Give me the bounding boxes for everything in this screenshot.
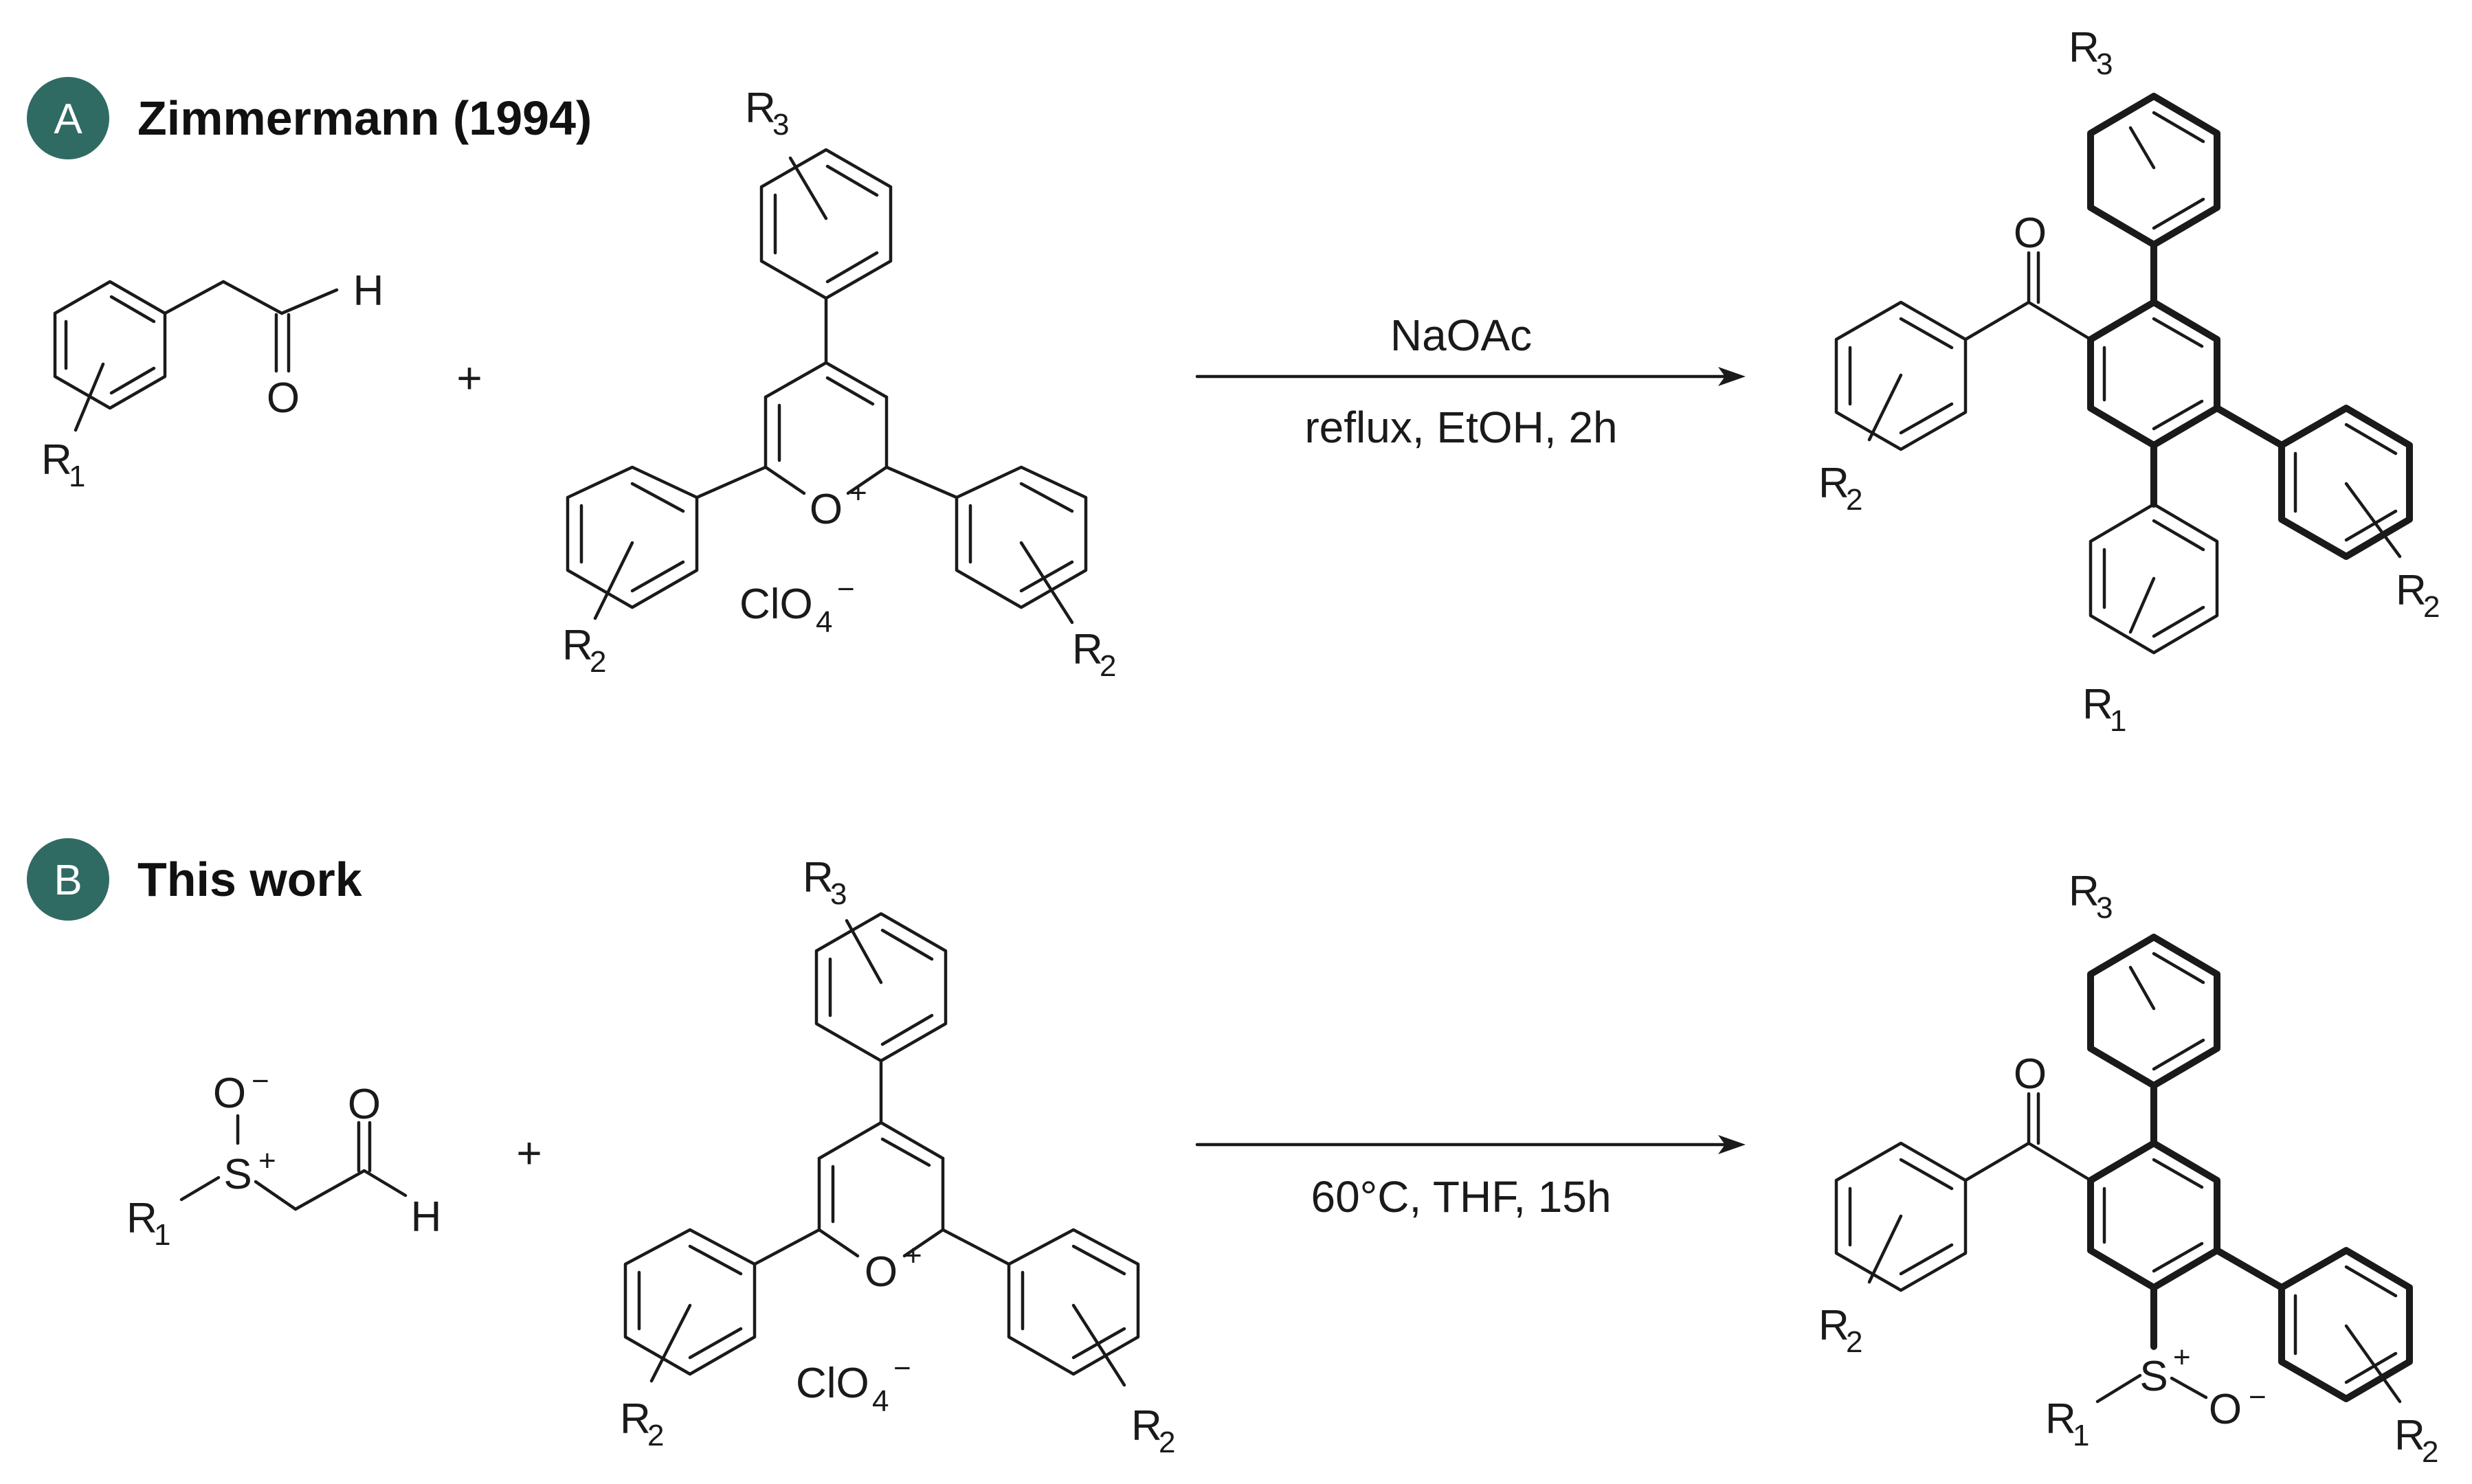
sulfur-charge-b: + <box>258 1144 276 1178</box>
product-a: O R 3 R 2 R 2 R 1 <box>1818 24 2440 738</box>
prod-r1-sub-a: 1 <box>2110 704 2126 738</box>
prod-r3-sub-a: 3 <box>2096 47 2113 81</box>
aldehyde-H-b: H <box>411 1193 442 1241</box>
r2-right-label-a: R <box>1072 626 1103 673</box>
counterion-sub-a: 4 <box>816 605 832 639</box>
aldehyde-O-b: O <box>348 1081 381 1128</box>
r3-sub-a: 3 <box>772 108 789 142</box>
prod-r1-label-b: R <box>2045 1395 2076 1443</box>
aldehyde-H-a: H <box>353 267 384 315</box>
r2-left-sub-b: 2 <box>647 1419 664 1452</box>
panel-a-title: Zimmermann (1994) <box>137 91 592 145</box>
sulfinyl-acetaldehyde: S + O − O H R 1 <box>126 1064 441 1252</box>
aldehyde-O-a: O <box>267 374 300 422</box>
prod-r2b-sub-b: 2 <box>2422 1435 2438 1469</box>
ketone-O-b: O <box>2014 1050 2047 1098</box>
badge-a-letter: A <box>54 95 82 143</box>
counterion-b: ClO <box>796 1360 869 1407</box>
product-b: O S + O − R 3 R 2 R 2 R 1 <box>1818 868 2438 1469</box>
reaction-arrow-b: 60°C, THF, 15h <box>1195 1135 1746 1222</box>
pyrylium-charge-a: + <box>849 476 867 510</box>
r1-label-b: R <box>126 1195 157 1242</box>
r3-label-a: R <box>745 85 776 132</box>
prod-r2-sub-b: 2 <box>1846 1325 1862 1359</box>
prod-r3-label-a: R <box>2069 24 2100 71</box>
pyrylium-O-b: O <box>865 1248 898 1296</box>
prod-r1-sub-b: 1 <box>2073 1419 2089 1452</box>
badge-b <box>27 838 109 921</box>
prod-r1-label-a: R <box>2082 681 2113 728</box>
badge-b-letter: B <box>54 857 82 904</box>
prod-r2-label-a: R <box>1818 460 1849 507</box>
prod-r3-sub-b: 3 <box>2096 891 2113 925</box>
prod-r2b-label-b: R <box>2394 1412 2425 1459</box>
prod-r2b-label-a: R <box>2396 567 2427 614</box>
pyrylium-charge-b: + <box>904 1239 922 1272</box>
r1-label-a: R <box>41 436 72 484</box>
pyrylium-b: O + ClO 4 − R 3 R 2 R 2 <box>620 854 1175 1459</box>
prod-r3-label-b: R <box>2069 868 2100 915</box>
prod-r2-sub-a: 2 <box>1846 483 1862 517</box>
r3-sub-b: 3 <box>830 877 847 911</box>
r2-right-sub-b: 2 <box>1159 1426 1175 1459</box>
sulfur-b: S <box>223 1151 252 1198</box>
counterion-sup-a: − <box>837 572 855 606</box>
phenylacetaldehyde: O H R 1 <box>41 267 383 493</box>
counterion-a: ClO <box>739 581 813 628</box>
counterion-sub-b: 4 <box>872 1384 889 1418</box>
sulfoxide-O-b: O <box>213 1070 246 1117</box>
panel-b: B This work S + O − O H R 1 + <box>27 838 2438 1469</box>
prod-sulfoxide-charge-b: − <box>2249 1380 2267 1414</box>
conditions-a: reflux, EtOH, 2h <box>1304 403 1617 452</box>
reaction-arrow-a: NaOAc reflux, EtOH, 2h <box>1195 311 1746 452</box>
prod-r2b-sub-a: 2 <box>2423 590 2440 624</box>
r2-right-sub-a: 2 <box>1100 649 1116 683</box>
reagent-a: NaOAc <box>1390 311 1532 360</box>
panel-a: A Zimmermann (1994) O H R 1 + <box>27 24 2440 738</box>
r2-right-label-b: R <box>1131 1402 1162 1450</box>
badge-a <box>27 77 109 159</box>
conditions-b: 60°C, THF, 15h <box>1311 1172 1611 1222</box>
prod-sulfur-b: S <box>2139 1353 2168 1400</box>
r1-sub-a: 1 <box>69 460 85 493</box>
pyrylium-O-a: O <box>810 486 843 533</box>
prod-sulfoxide-O-b: O <box>2209 1386 2242 1433</box>
prod-sulfur-charge-b: + <box>2173 1340 2191 1374</box>
r2-left-label-a: R <box>562 622 593 669</box>
prod-r2-label-b: R <box>1818 1302 1849 1349</box>
counterion-sup-b: − <box>893 1351 911 1385</box>
plus-a: + <box>456 353 482 403</box>
r3-label-b: R <box>803 854 834 901</box>
panel-b-title: This work <box>137 853 362 906</box>
r2-left-label-b: R <box>620 1395 651 1443</box>
plus-b: + <box>516 1128 542 1178</box>
pyrylium-a: O + ClO 4 − R 3 R 2 R 2 <box>562 85 1116 683</box>
r2-left-sub-a: 2 <box>590 645 606 679</box>
sulfoxide-O-charge-b: − <box>252 1064 269 1098</box>
ketone-O-a: O <box>2014 210 2047 257</box>
r1-sub-b: 1 <box>154 1218 170 1252</box>
